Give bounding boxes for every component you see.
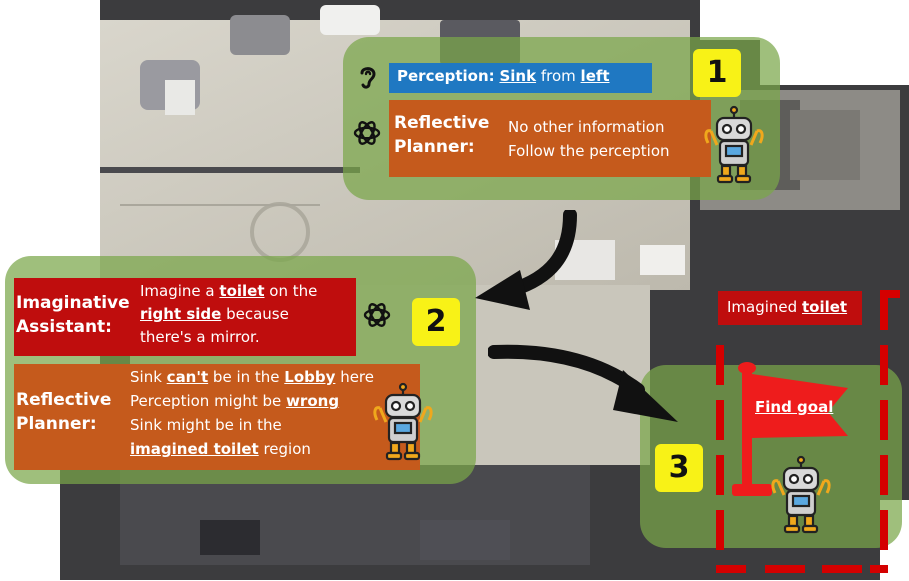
planner2-lobby: Lobby bbox=[284, 368, 336, 386]
planner-text-line1: No other information bbox=[508, 118, 665, 136]
openai-icon bbox=[363, 303, 391, 327]
planner2-region: region bbox=[263, 440, 311, 458]
perception-mid: from bbox=[540, 67, 576, 85]
arrow-icon bbox=[475, 210, 577, 310]
step-number-3: 3 bbox=[655, 444, 703, 492]
assistant-text-line3: there's a mirror. bbox=[140, 328, 260, 346]
imagined-label-text: Imagined bbox=[727, 298, 798, 316]
planner2-be-in: be in the bbox=[212, 368, 280, 386]
step-number-1: 1 bbox=[693, 49, 741, 97]
assistant-text-2b: because bbox=[226, 305, 289, 323]
reflective-planner-box-1: Reflective Planner: No other information… bbox=[389, 100, 711, 177]
openai-icon bbox=[353, 121, 381, 145]
perception-label: Perception: bbox=[397, 67, 495, 85]
assistant-text-line2: right side because bbox=[140, 305, 289, 323]
assistant-label-line2: Assistant: bbox=[16, 317, 112, 337]
robot-icon bbox=[373, 382, 433, 461]
assistant-right-side: right side bbox=[140, 305, 222, 323]
planner2-text-line3: Sink might be in the bbox=[130, 416, 282, 434]
imagined-toilet-label: Imagined toilet bbox=[718, 291, 862, 325]
assistant-label-line1: Imaginative bbox=[16, 293, 130, 313]
flag-icon bbox=[732, 362, 848, 496]
planner2-cant: can't bbox=[166, 368, 209, 386]
assistant-text-1c: on the bbox=[269, 282, 318, 300]
step-number-2: 2 bbox=[412, 298, 460, 346]
imaginative-assistant-box: Imaginative Assistant: Imagine a toilet … bbox=[14, 278, 356, 356]
planner2-text-line2: Perception might be wrong bbox=[130, 392, 339, 410]
perception-box: Perception: Sink from left bbox=[389, 63, 652, 93]
planner2-wrong: wrong bbox=[286, 392, 340, 410]
reflective-planner-box-2: Reflective Planner: Sink can't be in the… bbox=[14, 364, 420, 470]
imagined-label-toilet: toilet bbox=[801, 298, 848, 316]
planner2-here: here bbox=[340, 368, 374, 386]
assistant-text-line1: Imagine a toilet on the bbox=[140, 282, 317, 300]
planner2-imagined-toilet: imagined toilet bbox=[130, 440, 259, 458]
assistant-text-1a: Imagine a bbox=[140, 282, 215, 300]
planner2-text-line4: imagined toilet region bbox=[130, 440, 311, 458]
planner2-sink: Sink bbox=[130, 368, 162, 386]
find-goal-label: Find goal bbox=[755, 398, 834, 416]
planner-label-line2: Planner: bbox=[394, 137, 475, 157]
robot-icon bbox=[771, 455, 831, 534]
robot-icon bbox=[704, 105, 764, 184]
planner2-text-line1: Sink can't be in the Lobby here bbox=[130, 368, 374, 386]
planner-label-line1: Reflective bbox=[394, 113, 490, 133]
arrow-icon bbox=[488, 344, 678, 422]
ear-icon bbox=[360, 67, 376, 89]
planner2-label-line2: Planner: bbox=[16, 414, 97, 434]
perception-object: Sink bbox=[499, 67, 537, 85]
perception-direction: left bbox=[580, 67, 610, 85]
planner-text-line2: Follow the perception bbox=[508, 142, 670, 160]
planner2-label-line1: Reflective bbox=[16, 390, 112, 410]
assistant-toilet: toilet bbox=[219, 282, 265, 300]
planner2-perception-might: Perception might be bbox=[130, 392, 282, 410]
